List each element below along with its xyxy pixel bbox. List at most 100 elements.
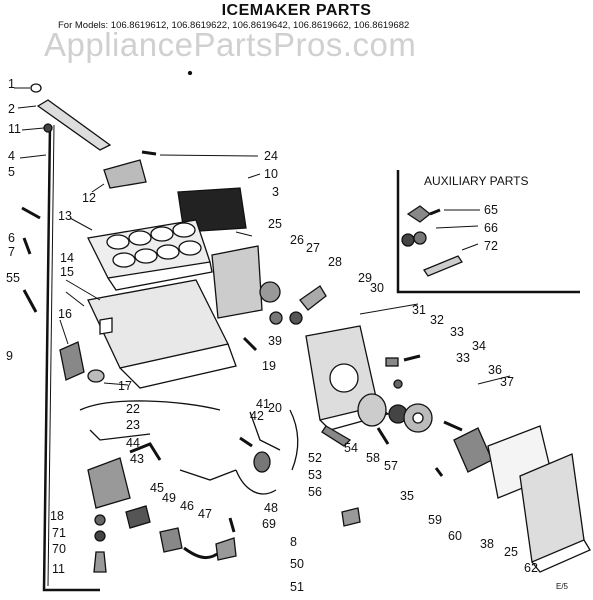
callout-16: 16 (58, 307, 72, 321)
callout-37: 37 (500, 375, 514, 389)
callout-71: 71 (52, 526, 66, 540)
callout-1: 1 (8, 77, 15, 91)
callout-34: 34 (472, 339, 486, 353)
callout-4: 4 (8, 149, 15, 163)
models-line: For Models: 106.8619612, 106.8619622, 10… (58, 20, 410, 31)
callout-18: 18 (50, 509, 64, 523)
callout-44: 44 (126, 436, 140, 450)
callout-52: 52 (308, 451, 322, 465)
part-45-wire (179, 469, 237, 481)
part-33-screw (403, 354, 421, 362)
callout-39: 39 (268, 334, 282, 348)
part-callouts: 1211456755912131415161724103252627282930… (6, 77, 538, 594)
callout-17: 17 (118, 379, 132, 393)
callout-55: 55 (6, 271, 20, 285)
callout-10: 10 (264, 167, 278, 181)
callout-24: 24 (264, 149, 278, 163)
part-50-clamp (215, 537, 237, 561)
callout-3: 3 (272, 185, 279, 199)
auxiliary-frame (396, 170, 580, 294)
callout-2: 2 (8, 102, 15, 116)
callout-13: 13 (58, 209, 72, 223)
callout-25: 25 (504, 545, 518, 559)
part-47-tube (183, 546, 221, 559)
callout-35: 35 (400, 489, 414, 503)
part-42-screw (239, 436, 253, 448)
callout-36: 36 (488, 363, 502, 377)
part-34-pin (393, 379, 403, 389)
callout-31: 31 (412, 303, 426, 317)
callout-32: 32 (430, 313, 444, 327)
callout-30: 30 (370, 281, 384, 295)
callout-14: 14 (60, 251, 74, 265)
aux-part-72-tube (423, 255, 463, 277)
watermark: AppliancePartsPros.com (44, 26, 417, 63)
part-69-grommet (341, 507, 361, 527)
callout-15: 15 (60, 265, 74, 279)
housing-side (119, 343, 237, 389)
callout-9: 9 (6, 349, 13, 363)
callout-22: 22 (126, 402, 140, 416)
callout-54: 54 (344, 441, 358, 455)
callout-29: 29 (358, 271, 372, 285)
callout-38: 38 (480, 537, 494, 551)
part-1-screw (30, 83, 42, 93)
part-46-grommet (159, 527, 183, 553)
callout-45: 45 (150, 481, 164, 495)
callout-20: 20 (268, 401, 282, 415)
part-16-heater (59, 341, 85, 381)
callout-43: 43 (130, 452, 144, 466)
callout-28: 28 (328, 255, 342, 269)
part-24-screw (141, 150, 157, 156)
part-39-gear (269, 311, 283, 325)
callout-19: 19 (262, 359, 276, 373)
part-48-harness (235, 469, 277, 495)
part-23-wire (89, 429, 151, 441)
callout-23: 23 (126, 418, 140, 432)
callout-72: 72 (484, 239, 498, 253)
callout-65: 65 (484, 203, 498, 217)
part-56-wires (289, 409, 299, 471)
callout-57: 57 (384, 459, 398, 473)
part-8-screw (228, 517, 236, 533)
callout-7: 7 (8, 245, 15, 259)
aux-part-66-nut (401, 231, 427, 247)
callout-33: 33 (450, 325, 464, 339)
callout-70: 70 (52, 542, 66, 556)
part-26-cover (211, 245, 263, 319)
callout-5: 5 (8, 165, 15, 179)
callout-26: 26 (290, 233, 304, 247)
callout-8: 8 (290, 535, 297, 549)
aux-part-65-fitting (406, 205, 441, 223)
long-rod (42, 124, 100, 592)
part-5-screw (21, 206, 41, 220)
ice-mold-cavities (106, 222, 202, 268)
part-49-tube (125, 505, 151, 529)
callout-25: 25 (268, 217, 282, 231)
part-18-valve (87, 457, 131, 509)
part-2-arm (36, 99, 112, 151)
callout-27: 27 (306, 241, 320, 255)
part-44-fitting (129, 442, 162, 461)
callout-62: 62 (524, 561, 538, 575)
part-32-spacer (385, 357, 399, 367)
part-29-lever (299, 285, 327, 311)
part-41-harness (249, 411, 281, 451)
corner-code: E/5 (556, 582, 569, 591)
callout-46: 46 (180, 499, 194, 513)
callout-48: 48 (264, 501, 278, 515)
part-11-clip (43, 123, 53, 133)
callout-33: 33 (456, 351, 470, 365)
callout-11: 11 (8, 122, 21, 136)
part-27-gear (259, 281, 281, 303)
callout-41: 41 (256, 397, 270, 411)
diagram-title: ICEMAKER PARTS (221, 2, 372, 19)
auxiliary-parts-title: AUXILIARY PARTS (424, 174, 529, 188)
part-52-arm (321, 425, 352, 447)
rod-edge (47, 124, 55, 587)
callout-56: 56 (308, 485, 322, 499)
callout-60: 60 (448, 529, 462, 543)
part-22-wire (79, 400, 221, 411)
